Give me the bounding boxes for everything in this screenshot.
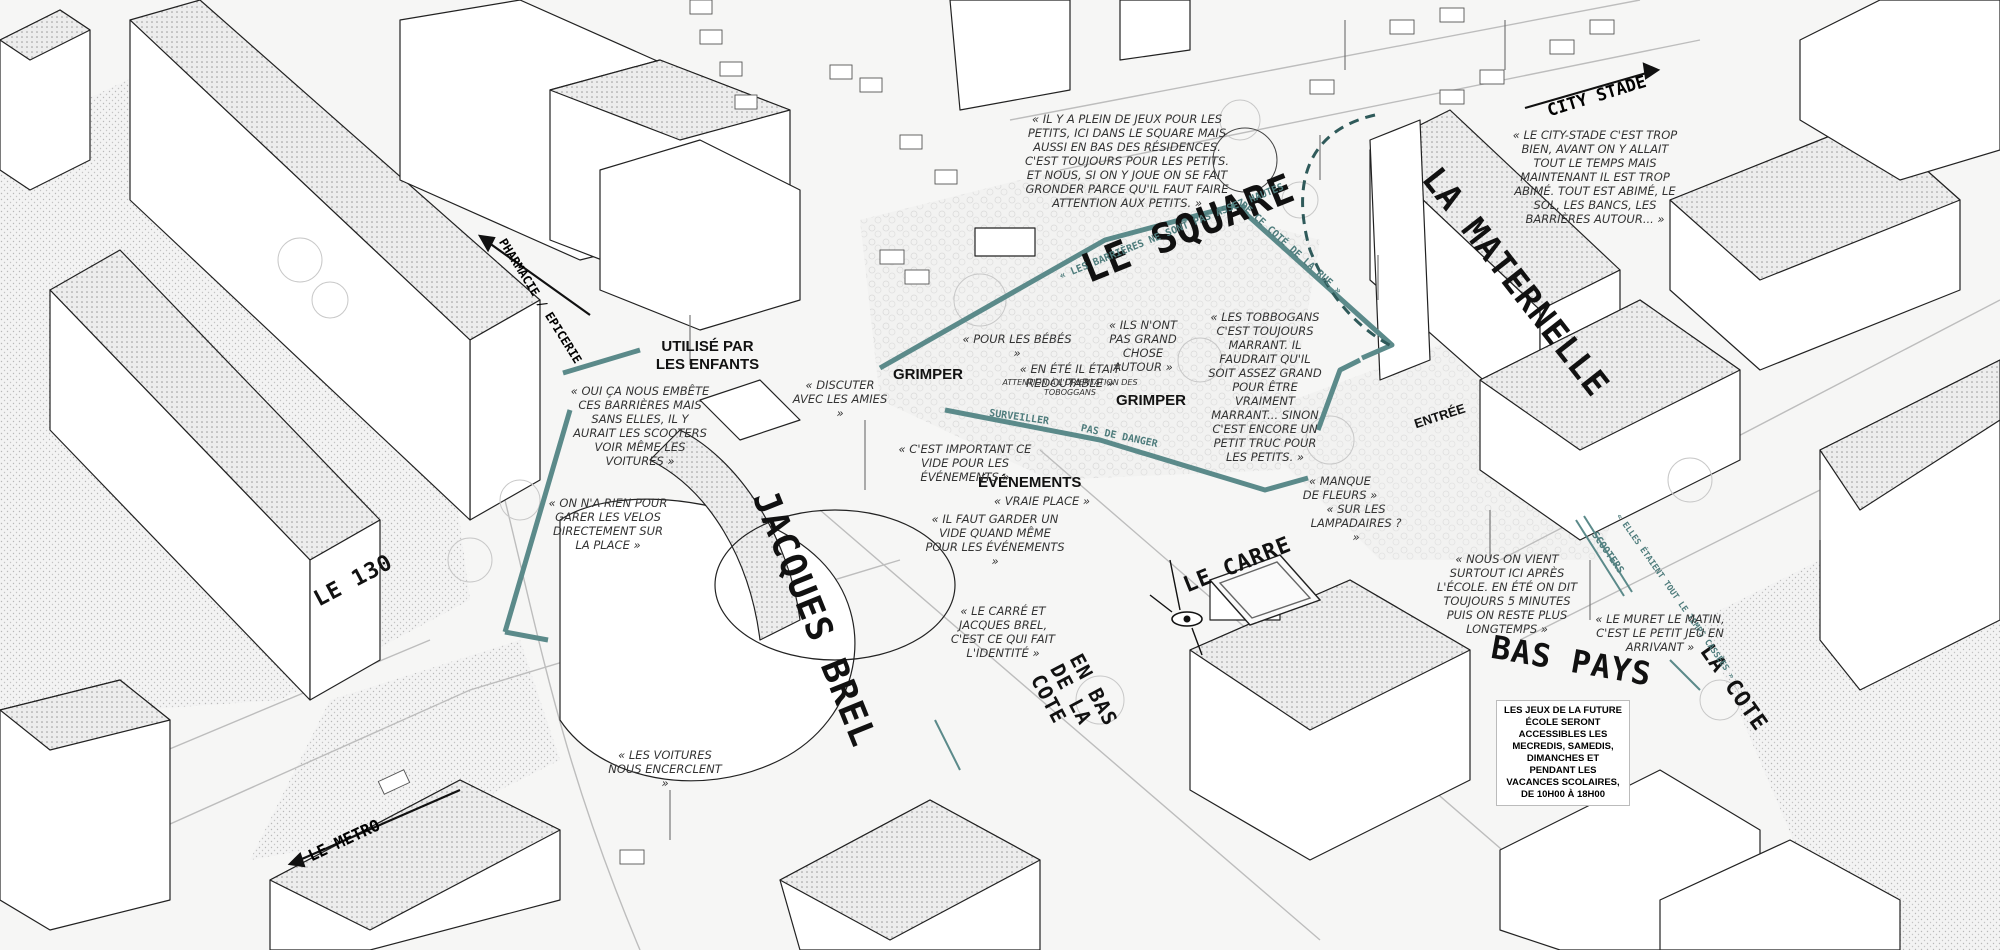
dashed-path — [1301, 113, 1396, 350]
quote-bebes: « POUR LES BÉBÉS » — [962, 332, 1072, 360]
quote-attention: ATTENTION À L'ORIENTATION DES TOBOGGANS — [1002, 378, 1138, 397]
quote-tobbogans: « LES TOBBOGANS C'EST TOUJOURS MARRANT. … — [1208, 310, 1322, 464]
parked-cars — [377, 0, 1615, 865]
trees — [277, 99, 1741, 725]
utilise-label: UTILISÉ PAR LES ENFANTS — [655, 338, 760, 373]
quote-grande-chose: « ILS N'ONT PAS GRAND CHOSE AUTOUR » — [1109, 318, 1177, 374]
quote-redoutable: « EN ÉTÉ IL ÉTAIT REDOUTABLE » — [1019, 362, 1121, 390]
quote-city-stade: « LE CITY-STADE C'EST TROP BIEN, AVANT O… — [1512, 128, 1678, 226]
quote-vraie-place: « VRAIE PLACE » — [993, 494, 1091, 508]
quote-velos: « ON N'A RIEN POUR GARER LES VELOS DIREC… — [548, 496, 668, 552]
square-boundary — [878, 202, 1395, 493]
evenements-label: ÉVÉNEMENTS — [978, 474, 1082, 491]
direction-arrows — [287, 62, 1661, 868]
quote-amies: « DISCUTER AVEC LES AMIES » — [792, 378, 888, 420]
scooter-hatches — [934, 515, 1701, 771]
quote-muret: « LE MURET LE MATIN, C'EST LE PETIT JEU … — [1595, 612, 1725, 654]
quote-embete: « OUI ÇA NOUS EMBÊTE CES BARRIÈRES MAIS … — [570, 384, 710, 468]
quote-voitures: « LES VOITURES NOUS ENCERCLENT » — [608, 748, 722, 790]
street-lamps — [669, 20, 1821, 840]
quote-lampadaires: « SUR LES LAMPADAIRES ? » — [1310, 502, 1402, 544]
quote-fleurs: « MANQUE DE FLEURS » — [1302, 474, 1378, 502]
grimper-right-label: GRIMPER — [1116, 392, 1187, 409]
quote-vide: « C'EST IMPORTANT CE VIDE POUR LES ÉVÉNE… — [898, 442, 1032, 484]
eye-symbol — [1149, 559, 1203, 656]
quote-identite: « LE CARRÉ ET JACQUES BREL, C'EST CE QUI… — [950, 604, 1056, 660]
grimper-left-label: GRIMPER — [893, 366, 964, 383]
roundabout — [1212, 127, 1278, 193]
le-carre-shape — [1208, 554, 1322, 626]
quote-jeux: « IL Y A PLEIN DE JEUX POUR LES PETITS, … — [1024, 112, 1229, 210]
brel-barrier — [502, 347, 641, 643]
ecole-note: LES JEUX DE LA FUTURE ÉCOLE SERONT ACCES… — [1496, 700, 1630, 806]
quote-garder-vide: « IL FAUT GARDER UN VIDE QUAND MÊME POUR… — [925, 512, 1065, 568]
quote-ecole: « NOUS ON VIENT SURTOUT ICI APRÈS L'ÉCOL… — [1436, 552, 1578, 636]
